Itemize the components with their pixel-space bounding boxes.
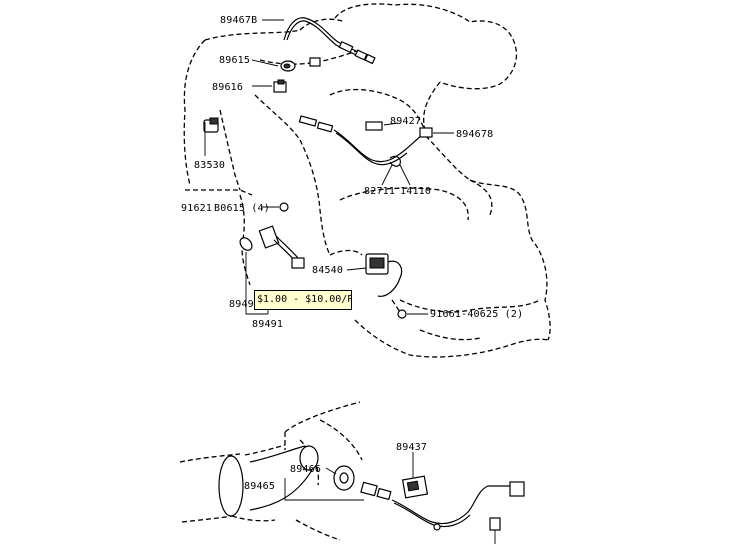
bracket-89437 — [401, 452, 501, 544]
label-14110: 14110 — [400, 186, 431, 197]
label-89466: 89466 — [290, 464, 321, 475]
label-8949: 8949 — [229, 299, 254, 310]
gasket-89466 — [325, 465, 355, 491]
sensor-harness-89491 — [239, 225, 305, 315]
price-tooltip: $1.00 - $10.00/Piece — [254, 290, 352, 310]
oxygen-sensor-89465 — [284, 478, 525, 531]
knock-sensor-89615 — [251, 57, 321, 72]
label-89491: 89491 — [252, 319, 283, 330]
label-89465: 89465 — [244, 481, 275, 492]
label-89615: 89615 — [219, 55, 250, 66]
exhaust-outline — [179, 401, 363, 541]
clamp-82711 — [381, 155, 411, 186]
sensor-89616 — [252, 79, 287, 93]
switch-84540 — [346, 253, 403, 297]
label-89437: 89437 — [396, 442, 427, 453]
label-894678-right: 894678 — [456, 129, 493, 140]
label-89467b-top: 89467B — [220, 15, 257, 26]
label-83530: 83530 — [194, 160, 225, 171]
exhaust-pipe — [218, 445, 319, 517]
label-89427: 89427 — [390, 116, 421, 127]
label-91621: 91621 — [181, 203, 212, 214]
bolt-b0615 — [262, 202, 289, 212]
label-82711: 82711 — [364, 186, 395, 197]
engine-outline — [183, 3, 551, 358]
label-91661: 91661-40625 (2) — [430, 309, 523, 320]
bolt-91661 — [391, 299, 428, 319]
oxygen-sensor-middle — [298, 115, 454, 166]
label-b0615: B0615 (4) — [214, 203, 270, 214]
oil-pressure-switch-83530 — [203, 117, 219, 156]
oxygen-sensor-upper — [283, 17, 376, 65]
label-89616: 89616 — [212, 82, 243, 93]
label-84540: 84540 — [312, 265, 343, 276]
